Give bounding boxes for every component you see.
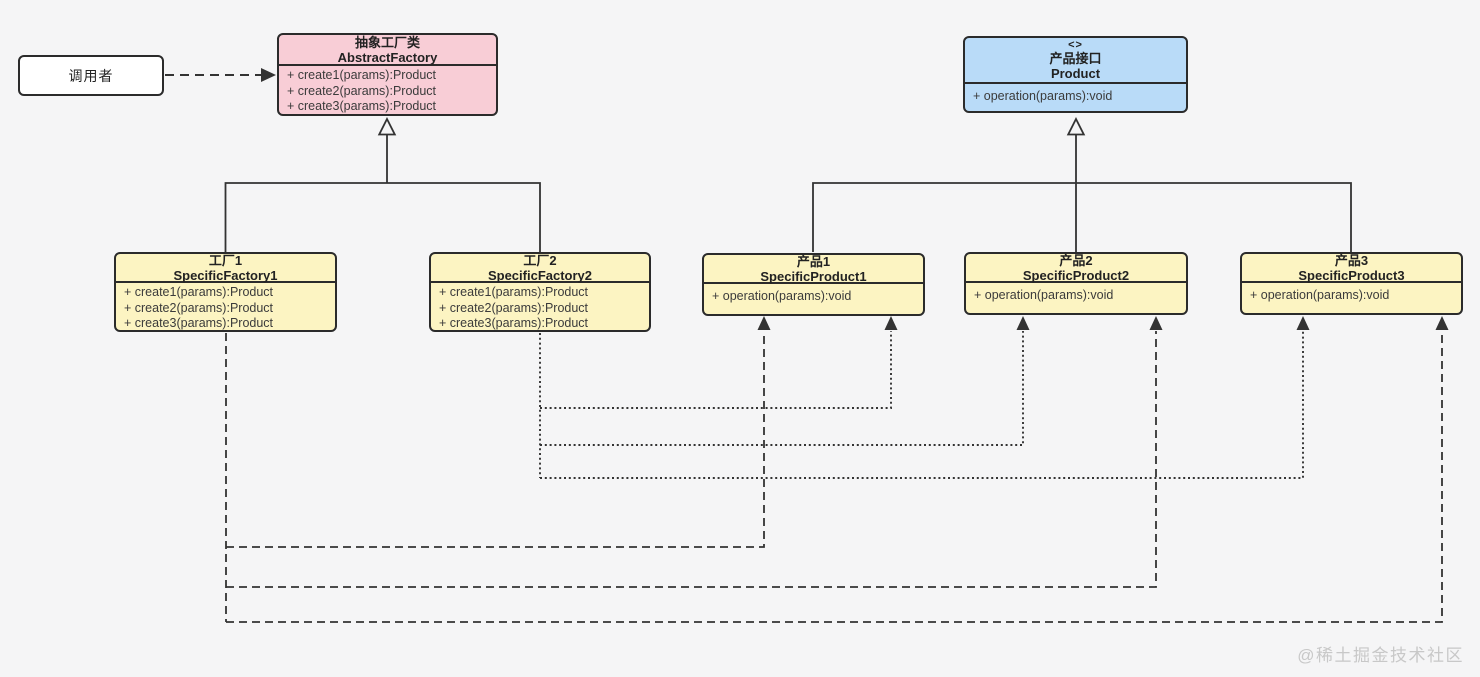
class-title-cn: 产品2 xyxy=(1059,252,1093,268)
class-header: 产品1 SpecificProduct1 xyxy=(704,253,923,284)
method-create2: + create2(params):Product xyxy=(287,83,437,98)
factory1-dependency-lines xyxy=(225,331,1443,623)
method-create1: + create1(params):Product xyxy=(287,68,437,82)
caller-dependency-arrow xyxy=(165,68,276,82)
class-header: <> 产品接口 Product xyxy=(965,38,1186,84)
class-title-en: SpecificFactory2 xyxy=(487,267,593,283)
product-inheritance-lines xyxy=(812,116,1352,252)
method-operation: + operation(params):void xyxy=(974,288,1114,302)
class-title-en: AbstractFactory xyxy=(337,49,438,65)
factory2-dependency-arrowheads xyxy=(884,316,1310,330)
class-title-en: SpecificFactory1 xyxy=(173,267,278,283)
class-specific-factory1: 工厂1 SpecificFactory1 + create1(params):P… xyxy=(114,252,337,332)
method-operation: + operation(params):void xyxy=(712,289,852,303)
class-methods: + operation(params):void xyxy=(704,284,923,305)
class-title-cn: 工厂1 xyxy=(208,252,243,268)
caller-box: 调用者 xyxy=(18,55,164,96)
method-operation: + operation(params):void xyxy=(1250,288,1390,302)
class-header: 工厂1 SpecificFactory1 xyxy=(116,252,335,283)
method-create2: + create2(params):Product xyxy=(439,300,589,315)
class-methods: + create1(params):Product + create2(para… xyxy=(116,283,335,332)
class-specific-product1: 产品1 SpecificProduct1 + operation(params)… xyxy=(702,253,925,316)
method-create3: + create3(params):Product xyxy=(439,316,589,331)
method-create1: + create1(params):Product xyxy=(439,285,589,299)
class-header: 工厂2 SpecificFactory2 xyxy=(431,252,649,283)
class-specific-product2: 产品2 SpecificProduct2 + operation(params)… xyxy=(964,252,1188,315)
class-header: 产品3 SpecificProduct3 xyxy=(1242,252,1461,283)
class-title-en: SpecificProduct3 xyxy=(1298,267,1405,283)
class-methods: + create1(params):Product + create2(para… xyxy=(431,283,649,332)
class-specific-factory2: 工厂2 SpecificFactory2 + create1(params):P… xyxy=(429,252,651,332)
method-create3: + create3(params):Product xyxy=(124,316,274,331)
class-methods: + create1(params):Product + create2(para… xyxy=(279,66,496,115)
class-title-cn: 工厂2 xyxy=(523,252,557,268)
class-header: 产品2 SpecificProduct2 xyxy=(966,252,1186,283)
class-methods: + operation(params):void xyxy=(1242,283,1461,304)
class-title-en: SpecificProduct2 xyxy=(1022,267,1130,283)
class-title-cn: 抽象工厂类 xyxy=(354,34,420,50)
class-title-en: SpecificProduct1 xyxy=(760,268,867,284)
method-create1: + create1(params):Product xyxy=(124,285,274,299)
watermark: @稀土掘金技术社区 xyxy=(1297,646,1464,665)
class-abstract-factory: 抽象工厂类 AbstractFactory + create1(params):… xyxy=(277,33,498,116)
class-title-en: Product xyxy=(1050,66,1101,81)
method-create3: + create3(params):Product xyxy=(287,99,437,114)
caller-label: 调用者 xyxy=(68,67,114,84)
class-product-interface: <> 产品接口 Product + operation(params):void xyxy=(963,36,1188,113)
method-operation: + operation(params):void xyxy=(973,89,1113,103)
class-specific-product3: 产品3 SpecificProduct3 + operation(params)… xyxy=(1240,252,1463,315)
class-methods: + operation(params):void xyxy=(966,283,1186,304)
class-methods: + operation(params):void xyxy=(965,84,1186,105)
factory1-dependency-arrowheads xyxy=(757,316,1449,330)
class-title-cn: 产品1 xyxy=(796,253,831,269)
class-title-cn: 产品接口 xyxy=(1049,51,1102,66)
class-title-cn: 产品3 xyxy=(1334,252,1369,268)
interface-stereotype: <> xyxy=(1068,39,1083,51)
class-header: 抽象工厂类 AbstractFactory xyxy=(279,35,496,66)
factory2-dependency-lines xyxy=(539,331,1304,479)
method-create2: + create2(params):Product xyxy=(124,300,274,315)
factory-inheritance-lines xyxy=(224,116,541,252)
